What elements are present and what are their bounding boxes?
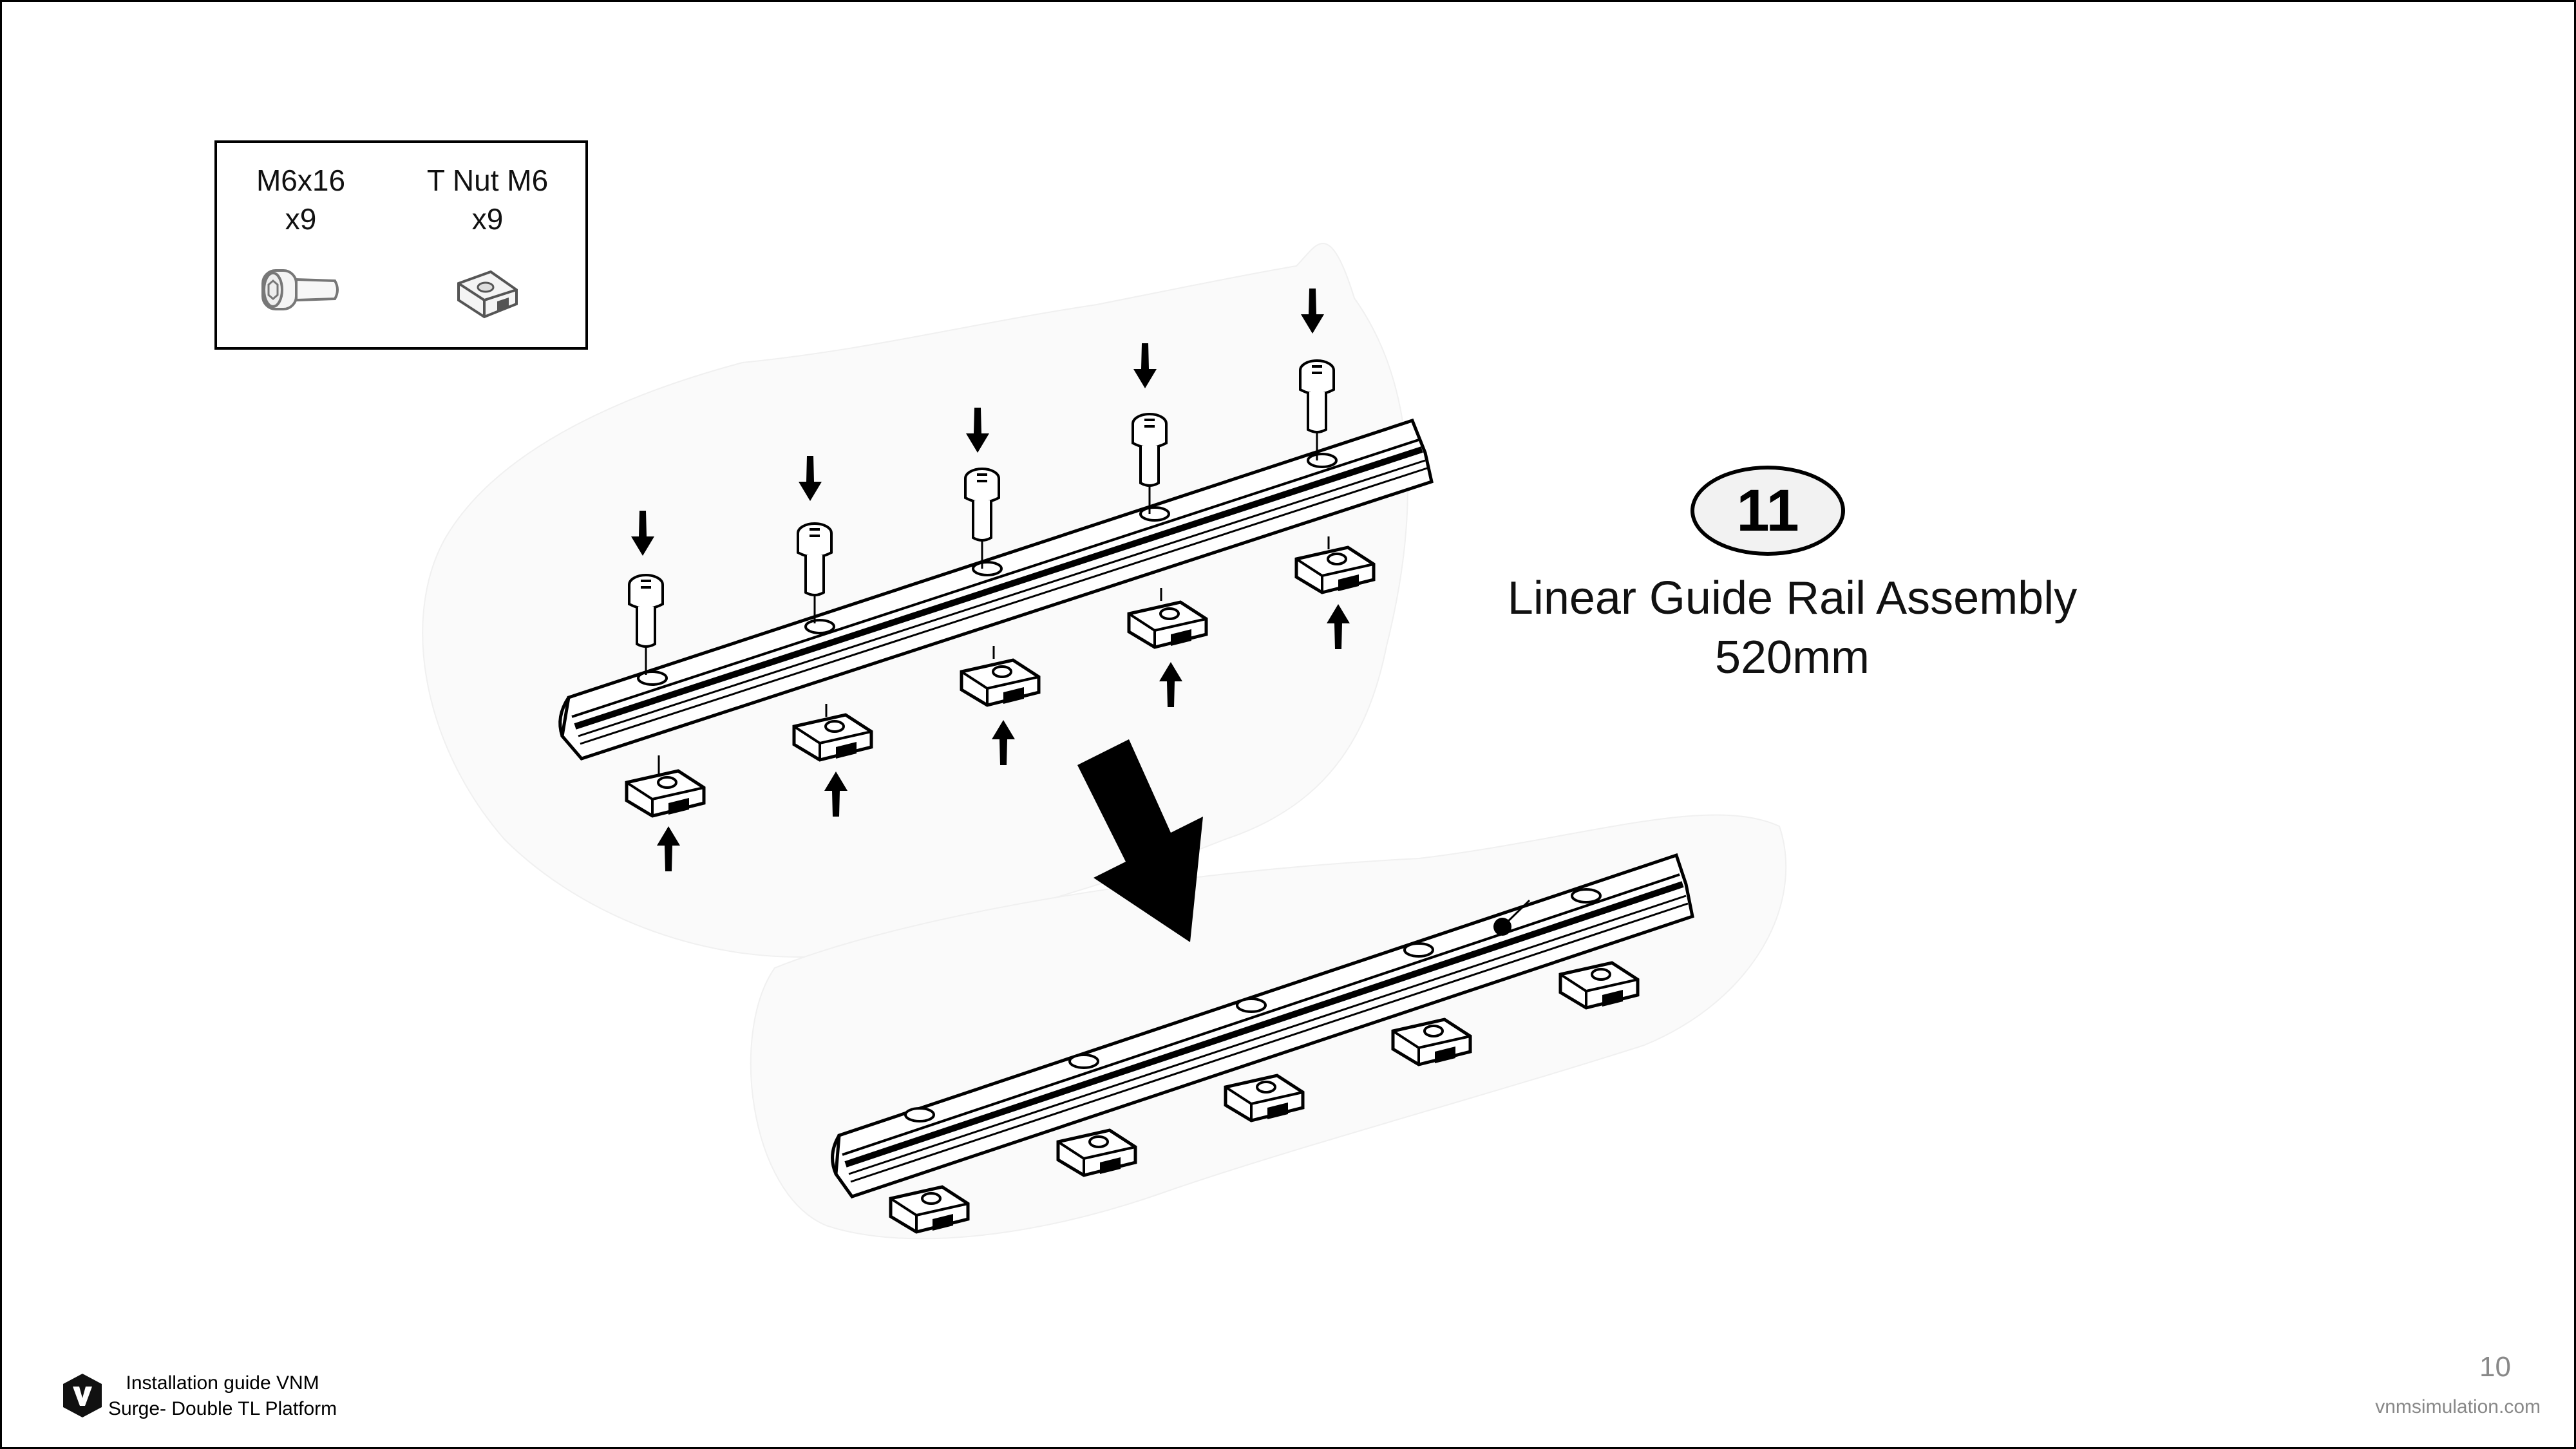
part-bolt: M6x16 x9: [217, 161, 384, 316]
step-number-badge: 11: [1690, 466, 1845, 556]
t-nut-icon: [457, 270, 518, 319]
part-name: T Nut M6: [426, 164, 549, 197]
part-quantity: x9: [471, 202, 504, 236]
guide-line1: Installation guide VNM: [126, 1372, 319, 1394]
website-link[interactable]: vnmsimulation.com: [2375, 1396, 2541, 1417]
part-name: M6x16: [256, 164, 346, 197]
t-nuts-exploded: [627, 536, 1374, 816]
page-number: 10: [2479, 1351, 2511, 1383]
transition-arrow-icon: [1077, 739, 1203, 942]
parts-list: M6x16 x9 T Nut M6 x9: [214, 140, 588, 350]
guide-line2: Surge- Double TL Platform: [108, 1398, 337, 1419]
step-title: Linear Guide Rail Assembly 520mm: [1438, 569, 2146, 687]
step-title-line1: Linear Guide Rail Assembly: [1507, 573, 2078, 624]
bolt-icon: [261, 269, 339, 310]
rail-assembled: [831, 853, 1694, 1232]
vnm-logo-icon: [63, 1374, 102, 1417]
step-title-line2: 520mm: [1714, 632, 1870, 683]
guide-info: Installation guide VNM Surge- Double TL …: [108, 1370, 337, 1422]
part-t-nut: T Nut M6 x9: [404, 161, 571, 322]
rail-exploded: [558, 418, 1434, 761]
part-quantity: x9: [285, 202, 317, 236]
